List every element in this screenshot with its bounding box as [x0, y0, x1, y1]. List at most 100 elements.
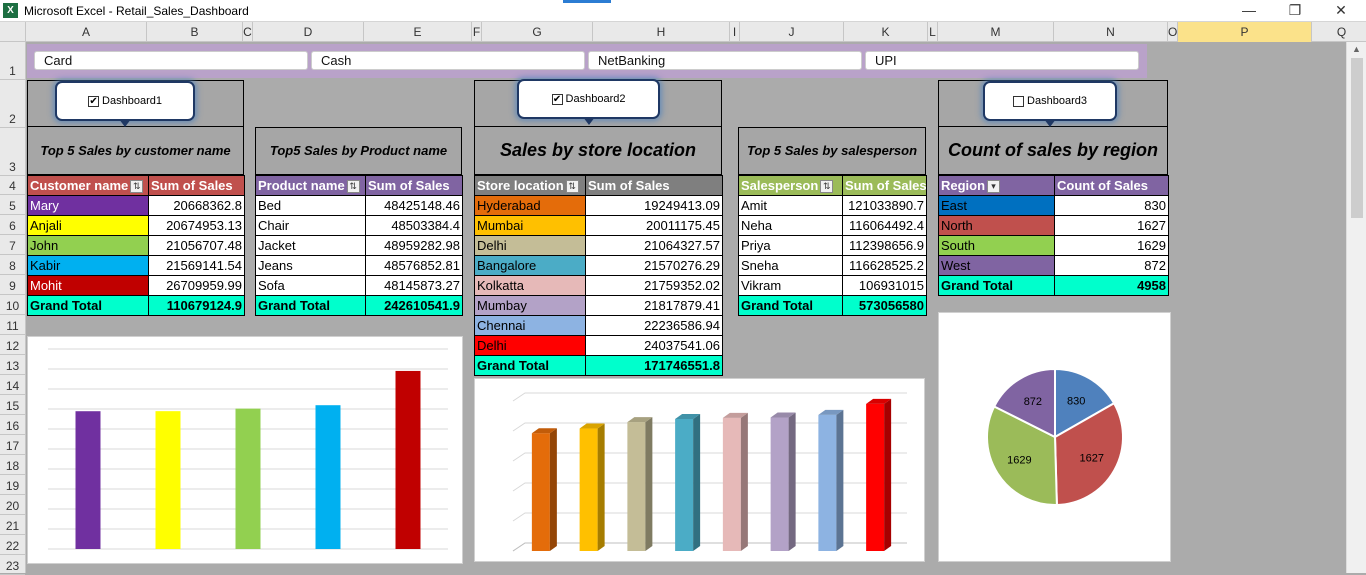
row-header-9[interactable]: 9 — [0, 275, 25, 295]
row-value[interactable]: 21569141.54 — [148, 255, 245, 276]
row-label[interactable]: Sneha — [738, 255, 843, 276]
grand-total-value[interactable]: 242610541.9 — [365, 295, 463, 316]
row-value[interactable]: 21759352.02 — [585, 275, 723, 296]
column-header-h[interactable]: H — [593, 22, 730, 42]
row-header-5[interactable]: 5 — [0, 195, 25, 215]
column-2-mumbai[interactable] — [579, 423, 605, 551]
row-header-13[interactable]: 13 — [0, 355, 25, 375]
row-label[interactable]: Delhi — [474, 235, 586, 256]
slice-south[interactable] — [986, 405, 1058, 506]
row-value[interactable]: 24037541.06 — [585, 335, 723, 356]
grand-total-value[interactable]: 171746551.8 — [585, 355, 723, 376]
row-value[interactable]: 22236586.94 — [585, 315, 723, 336]
slicer-item-cash[interactable]: Cash — [311, 51, 585, 70]
bar-mohit[interactable] — [395, 370, 421, 549]
filter-sort-icon[interactable]: ⇅ — [346, 180, 360, 194]
filter-sort-icon[interactable]: ⇅ — [565, 180, 579, 194]
row-value[interactable]: 21570276.29 — [585, 255, 723, 276]
scroll-up-icon[interactable]: ▲ — [1352, 44, 1361, 54]
row-header-1[interactable]: 1 — [0, 42, 25, 80]
slice-west[interactable] — [992, 367, 1056, 439]
row-label[interactable]: Chennai — [474, 315, 586, 336]
row-header-10[interactable]: 10 — [0, 295, 25, 315]
row-label[interactable]: Priya — [738, 235, 843, 256]
grand-total-label[interactable]: Grand Total — [474, 355, 586, 376]
grand-total-label[interactable]: Grand Total — [738, 295, 843, 316]
row-label[interactable]: Chair — [255, 215, 366, 236]
row-value[interactable]: 830 — [1054, 195, 1169, 216]
filter-sort-icon[interactable]: ⇅ — [820, 180, 834, 194]
grand-total-label[interactable]: Grand Total — [27, 295, 149, 316]
column-4-bangalore[interactable] — [675, 413, 701, 551]
bar-kabir[interactable] — [315, 405, 341, 549]
row-header-17[interactable]: 17 — [0, 435, 25, 455]
row-label[interactable]: Kabir — [27, 255, 149, 276]
row-label[interactable]: Jeans — [255, 255, 366, 276]
column-header-o[interactable]: O — [1168, 22, 1178, 42]
column-header-q[interactable]: Q — [1312, 22, 1366, 42]
column-header-g[interactable]: G — [482, 22, 593, 42]
row-value[interactable]: 48576852.81 — [365, 255, 463, 276]
dashboard1-checkbox[interactable]: ✔Dashboard1 — [55, 81, 195, 127]
row-label[interactable]: Bangalore — [474, 255, 586, 276]
row-label-header[interactable]: Product name⇅ — [255, 175, 366, 196]
row-header-7[interactable]: 7 — [0, 235, 25, 255]
row-header-19[interactable]: 19 — [0, 475, 25, 495]
row-value[interactable]: 21064327.57 — [585, 235, 723, 256]
row-value[interactable]: 48145873.27 — [365, 275, 463, 296]
row-value[interactable]: 19249413.09 — [585, 195, 723, 216]
column-header-n[interactable]: N — [1054, 22, 1168, 42]
row-value[interactable]: 121033890.7 — [842, 195, 927, 216]
grand-total-value[interactable]: 110679124.9 — [148, 295, 245, 316]
row-value[interactable]: 48425148.46 — [365, 195, 463, 216]
minimize-button[interactable]: — — [1242, 2, 1256, 18]
row-label[interactable]: Kolkatta — [474, 275, 586, 296]
restore-button[interactable]: ❐ — [1288, 2, 1302, 18]
row-value[interactable]: 1627 — [1054, 215, 1169, 236]
row-header-22[interactable]: 22 — [0, 535, 25, 555]
row-label[interactable]: South — [938, 235, 1055, 256]
row-label-header[interactable]: Store location⇅ — [474, 175, 586, 196]
column-header-m[interactable]: M — [938, 22, 1054, 42]
row-label[interactable]: East — [938, 195, 1055, 216]
row-label[interactable]: Bed — [255, 195, 366, 216]
row-label[interactable]: Jacket — [255, 235, 366, 256]
column-header-e[interactable]: E — [364, 22, 472, 42]
row-header-15[interactable]: 15 — [0, 395, 25, 415]
row-value[interactable]: 20668362.8 — [148, 195, 245, 216]
row-label[interactable]: John — [27, 235, 149, 256]
row-value[interactable]: 116064492.4 — [842, 215, 927, 236]
grand-total-value[interactable]: 4958 — [1054, 275, 1169, 296]
row-header-23[interactable]: 23 — [0, 555, 25, 575]
row-header-14[interactable]: 14 — [0, 375, 25, 395]
row-header-18[interactable]: 18 — [0, 455, 25, 475]
row-header-21[interactable]: 21 — [0, 515, 25, 535]
column-header-b[interactable]: B — [147, 22, 243, 42]
row-value[interactable]: 26709959.99 — [148, 275, 245, 296]
bar-anjali[interactable] — [155, 411, 181, 549]
column-header-i[interactable]: I — [730, 22, 740, 42]
column-7-chennai[interactable] — [818, 409, 844, 551]
column-5-kolkatta[interactable] — [722, 412, 748, 551]
grand-total-value[interactable]: 573056580 — [842, 295, 927, 316]
row-label[interactable]: Anjali — [27, 215, 149, 236]
row-value[interactable]: 106931015 — [842, 275, 927, 296]
scrollbar-thumb[interactable] — [1351, 58, 1363, 218]
row-value[interactable]: 872 — [1054, 255, 1169, 276]
row-label[interactable]: Delhi — [474, 335, 586, 356]
column-header-j[interactable]: J — [740, 22, 844, 42]
slicer-item-card[interactable]: Card — [34, 51, 308, 70]
row-label[interactable]: West — [938, 255, 1055, 276]
slicer-item-netbanking[interactable]: NetBanking — [588, 51, 862, 70]
row-header-3[interactable]: 3 — [0, 128, 25, 176]
column-header-f[interactable]: F — [472, 22, 482, 42]
row-label[interactable]: Mumbay — [474, 295, 586, 316]
row-value[interactable]: 48959282.98 — [365, 235, 463, 256]
bar-john[interactable] — [235, 408, 261, 549]
row-value[interactable]: 20674953.13 — [148, 215, 245, 236]
row-label[interactable]: Vikram — [738, 275, 843, 296]
row-header-4[interactable]: 4 — [0, 176, 25, 195]
row-label[interactable]: Mary — [27, 195, 149, 216]
row-label-header[interactable]: Region▾ — [938, 175, 1055, 196]
